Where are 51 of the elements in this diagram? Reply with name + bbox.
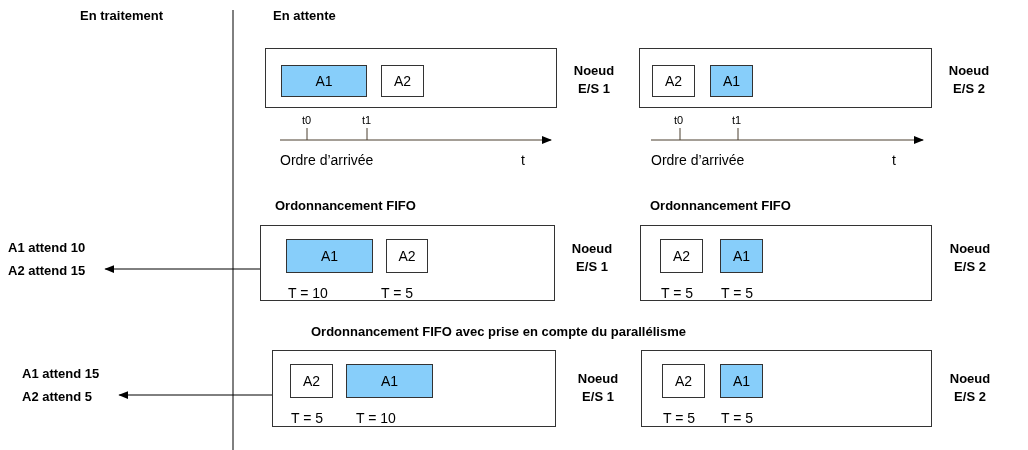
tick-label: t0 xyxy=(674,114,684,126)
node-name: Noeud E/S 2 xyxy=(948,240,992,276)
column-heading: En traitement xyxy=(80,8,164,23)
job-box: A1 xyxy=(346,364,433,398)
duration-text: T = 10 xyxy=(288,285,328,301)
job-box: A1 xyxy=(286,239,373,273)
axis-label: t xyxy=(892,152,896,168)
job-box: A2 xyxy=(662,364,705,398)
duration-text: T = 5 xyxy=(661,285,694,301)
node-name: Noeud E/S 2 xyxy=(947,62,991,98)
waiting-time-text: A1 attend 10 xyxy=(8,240,86,255)
job-box: A2 xyxy=(381,65,424,97)
axis-label: Ordre d’arrivée xyxy=(651,152,745,168)
tick-label: t1 xyxy=(732,114,742,126)
section-heading: Ordonnancement FIFO xyxy=(650,198,791,213)
waiting-time-text: A2 attend 5 xyxy=(22,389,94,404)
job-box: A1 xyxy=(720,364,763,398)
axis-label: t xyxy=(521,152,525,168)
duration-text: T = 5 xyxy=(291,410,324,426)
duration-text: T = 10 xyxy=(356,410,396,426)
waiting-time-text: A2 attend 15 xyxy=(8,263,86,278)
waiting-time-text: A1 attend 15 xyxy=(22,366,100,381)
arrow xyxy=(118,391,273,399)
axis-label: Ordre d’arrivée xyxy=(280,152,374,168)
section-heading: Ordonnancement FIFO avec prise en compte du parallélisme xyxy=(311,324,686,339)
node-panel xyxy=(639,48,932,108)
tick-label: t1 xyxy=(362,114,372,126)
column-heading: En attente xyxy=(273,8,336,23)
tick-label: t0 xyxy=(302,114,312,126)
node-name: Noeud E/S 1 xyxy=(570,240,614,276)
section-heading: Ordonnancement FIFO xyxy=(275,198,416,213)
duration-text: T = 5 xyxy=(381,285,414,301)
node-panel xyxy=(265,48,557,108)
duration-text: T = 5 xyxy=(663,410,696,426)
node-panel xyxy=(260,225,555,301)
arrow xyxy=(104,265,261,273)
node-name: Noeud E/S 1 xyxy=(576,370,620,406)
job-box: A1 xyxy=(710,65,753,97)
job-box: A1 xyxy=(281,65,367,97)
job-box: A2 xyxy=(652,65,695,97)
node-name: Noeud E/S 2 xyxy=(948,370,992,406)
job-box: A2 xyxy=(660,239,703,273)
node-panel xyxy=(640,225,932,301)
duration-text: T = 5 xyxy=(721,410,754,426)
duration-text: T = 5 xyxy=(721,285,754,301)
node-panel xyxy=(641,350,932,427)
node-name: Noeud E/S 1 xyxy=(572,62,616,98)
job-box: A2 xyxy=(386,239,428,273)
node-panel xyxy=(272,350,556,427)
job-box: A1 xyxy=(720,239,763,273)
job-box: A2 xyxy=(290,364,333,398)
